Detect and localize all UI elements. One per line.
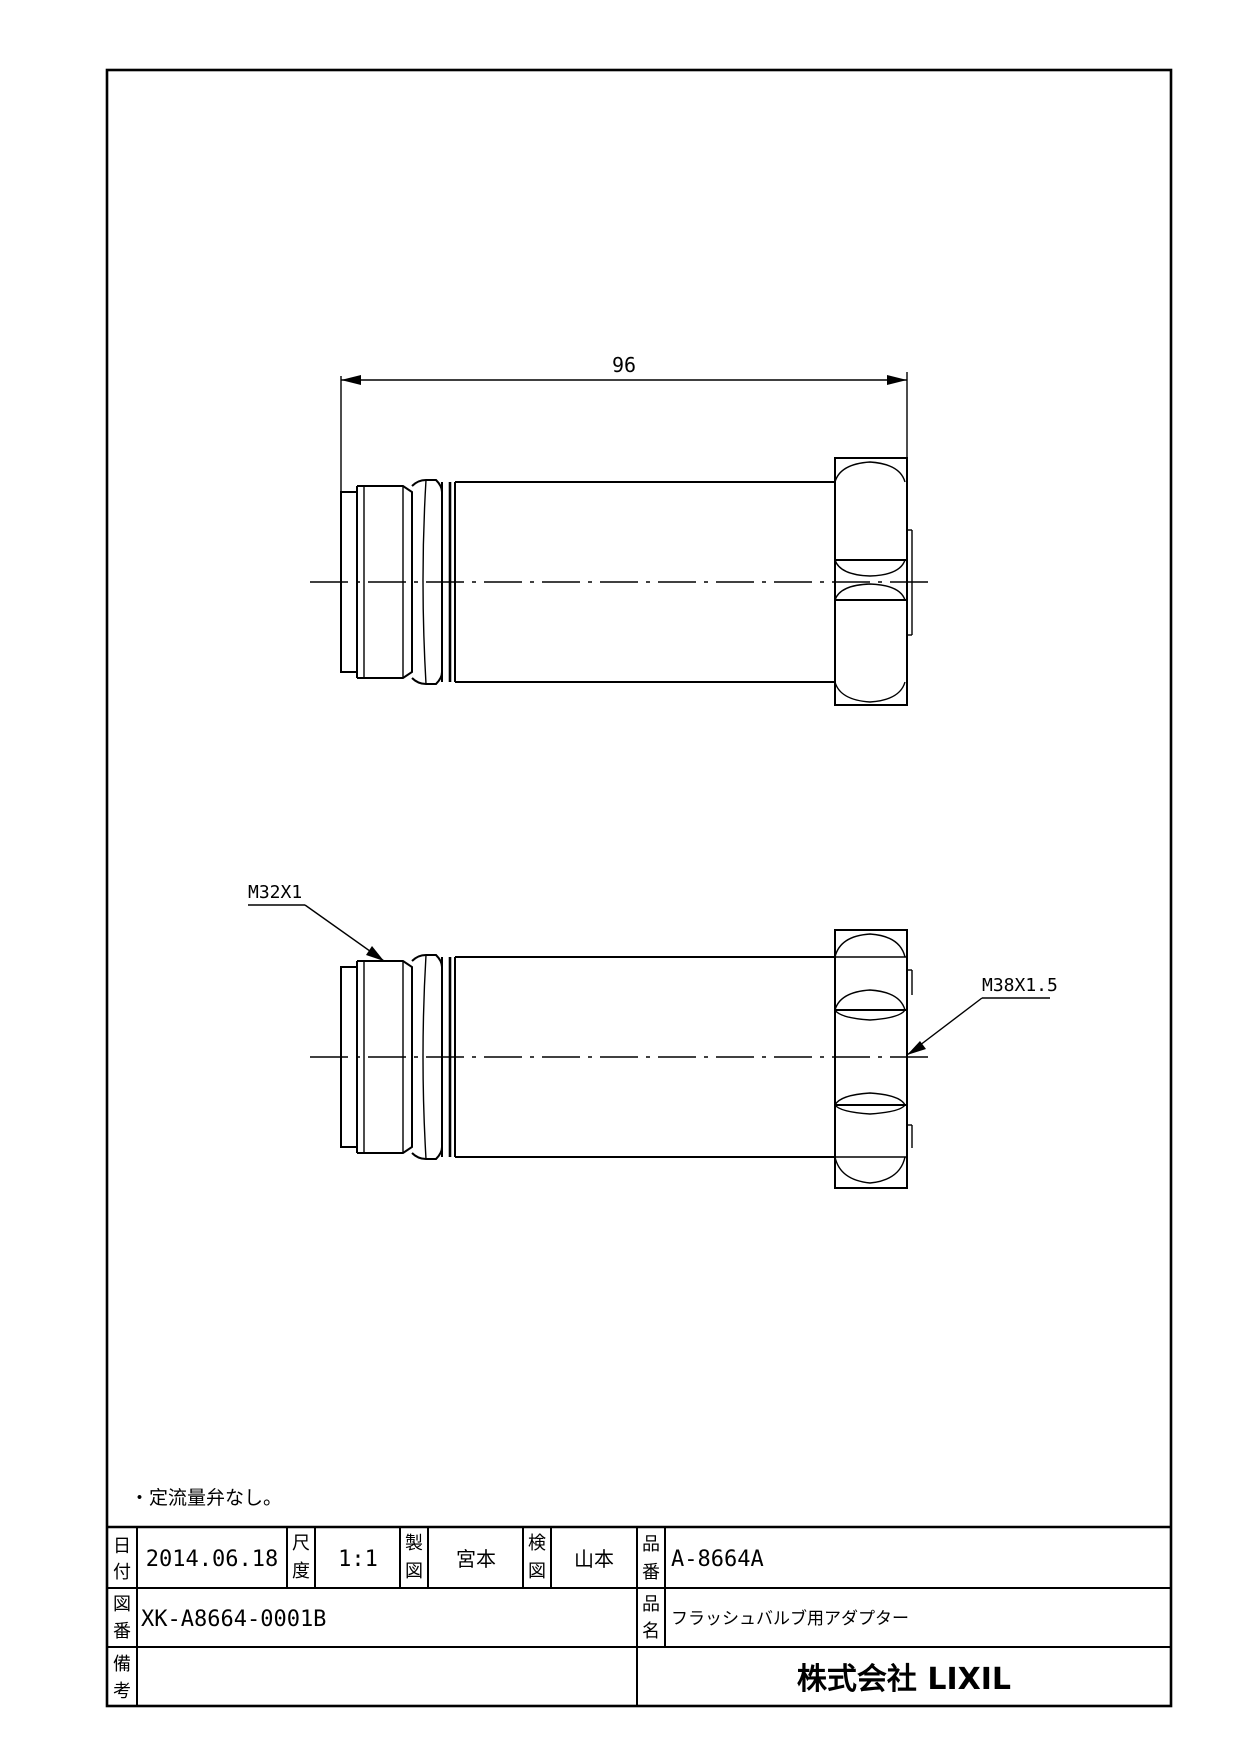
svg-text:番: 番 bbox=[642, 1562, 660, 1583]
dimension-arrow-right bbox=[887, 375, 907, 385]
adapter-view-bottom: M32X1 M38X1.5 bbox=[248, 882, 1058, 1189]
part-number-value: A-8664A bbox=[671, 1547, 764, 1572]
drawn-by-value: 宮本 bbox=[456, 1547, 496, 1571]
drawing-number-value: XK-A8664-0001B bbox=[141, 1607, 326, 1632]
label-remarks: 備 bbox=[113, 1654, 131, 1675]
drawing-border bbox=[105, 68, 1173, 1708]
label-checked: 検 bbox=[528, 1533, 546, 1554]
title-block: 日 付 尺 度 製 図 検 図 品 番 図 番 品 名 備 考 2014.06.… bbox=[107, 1525, 1171, 1706]
adapter-view-top: 96 bbox=[310, 353, 936, 706]
svg-text:図: 図 bbox=[405, 1561, 423, 1582]
label-date: 日 bbox=[113, 1536, 131, 1557]
svg-text:考: 考 bbox=[113, 1681, 131, 1702]
svg-text:図: 図 bbox=[528, 1561, 546, 1582]
label-drawing-no: 図 bbox=[113, 1594, 131, 1615]
label-scale: 尺 bbox=[292, 1533, 310, 1554]
label-part-name: 品 bbox=[642, 1594, 660, 1615]
company-name: 株式会社 LIXIL bbox=[797, 1662, 1011, 1697]
label-part-no: 品 bbox=[642, 1534, 660, 1555]
dimension-96: 96 bbox=[612, 353, 636, 377]
scale-value: 1:1 bbox=[338, 1547, 378, 1572]
checked-by-value: 山本 bbox=[574, 1547, 614, 1571]
part-name-value: フラッシュバルブ用アダプター bbox=[671, 1608, 909, 1629]
thread-callout-m32x1: M32X1 bbox=[248, 882, 302, 903]
svg-text:度: 度 bbox=[292, 1561, 310, 1582]
thread-callout-m38x1-5: M38X1.5 bbox=[982, 975, 1058, 996]
dimension-arrow-left bbox=[341, 375, 361, 385]
svg-text:付: 付 bbox=[113, 1562, 131, 1583]
date-value: 2014.06.18 bbox=[146, 1547, 278, 1572]
svg-text:番: 番 bbox=[113, 1621, 131, 1642]
note-no-flow-regulator: ・定流量弁なし。 bbox=[130, 1487, 282, 1509]
svg-text:名: 名 bbox=[642, 1621, 660, 1642]
label-drawn: 製 bbox=[405, 1533, 423, 1554]
